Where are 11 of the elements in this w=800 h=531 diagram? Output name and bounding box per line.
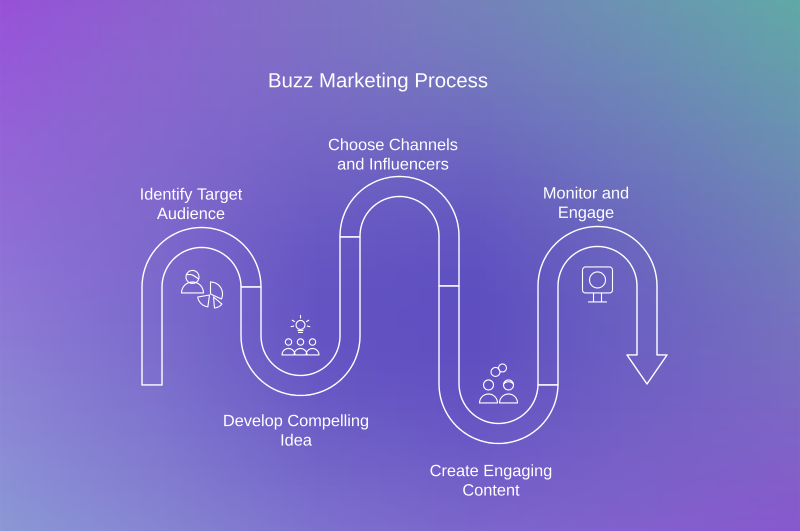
title: Buzz Marketing Process	[270, 72, 488, 92]
step-label: Develop Compelling Idea	[224, 414, 368, 446]
step-label: Identify Target Audience	[141, 188, 242, 220]
road-segment	[537, 226, 668, 386]
road-segment	[339, 176, 460, 287]
road-segment	[240, 236, 361, 396]
road-segment	[438, 285, 559, 444]
step-label: Create Engaging Content	[430, 464, 552, 496]
step-label: Monitor and Engage	[544, 186, 628, 222]
step-label: Choose Channels and Influencers	[328, 138, 458, 170]
road-segment	[141, 226, 262, 386]
